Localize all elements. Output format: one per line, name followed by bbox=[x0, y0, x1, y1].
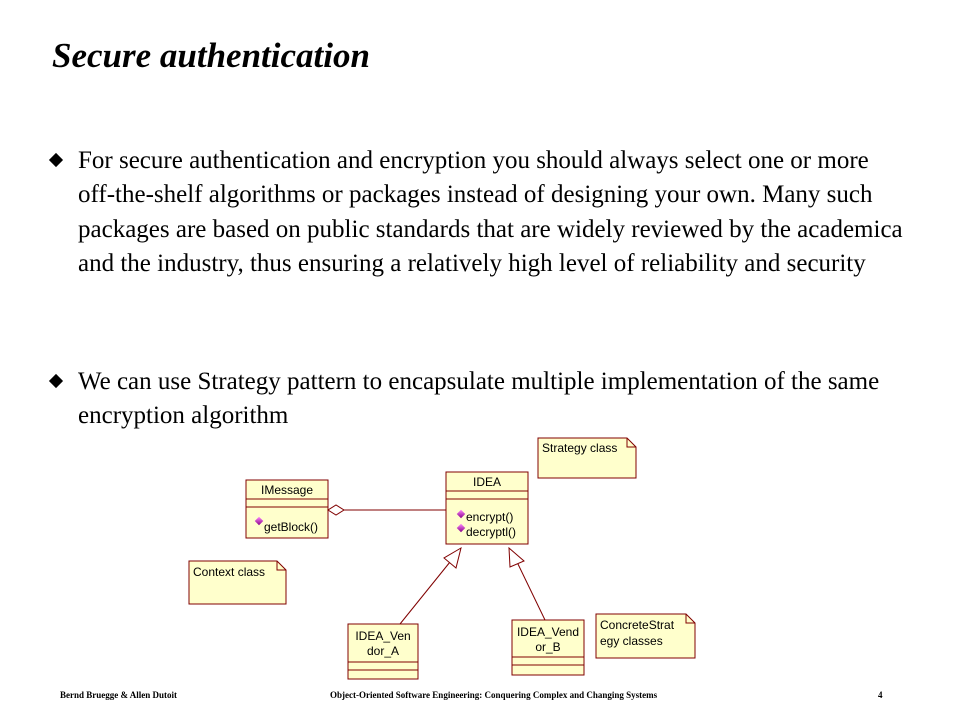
note-context-class: Context class bbox=[188, 560, 287, 605]
note-context-text: Context class bbox=[193, 565, 265, 579]
class-imessage-op: getBlock() bbox=[264, 520, 318, 534]
footer-book-title: Object-Oriented Software Engineering: Co… bbox=[330, 690, 658, 700]
aggregation-diamond-icon bbox=[327, 504, 345, 516]
class-idea-op: decryptl() bbox=[466, 525, 516, 539]
class-idea-vendor-a: IDEA_Ven dor_A bbox=[347, 623, 419, 680]
note-concrete-text: ConcreteStrat bbox=[600, 618, 675, 632]
class-idea-op: encrypt() bbox=[466, 510, 513, 524]
note-strategy-class: Strategy class bbox=[537, 437, 637, 479]
slide-title: Secure authentication bbox=[52, 36, 370, 75]
generalization-vendor-a bbox=[399, 546, 462, 625]
note-strategy-text: Strategy class bbox=[542, 441, 617, 455]
class-imessage: IMessage getBlock() bbox=[245, 479, 329, 539]
bullet-text: For secure authentication and encryption… bbox=[78, 147, 903, 277]
footer-authors: Bernd Bruegge & Allen Dutoit bbox=[60, 690, 177, 700]
aggregation-association bbox=[327, 504, 446, 516]
inheritance-arrow-icon bbox=[508, 546, 525, 568]
class-vendor-b-name: or_B bbox=[535, 640, 560, 654]
class-idea-name: IDEA bbox=[473, 475, 501, 489]
note-concrete-text: egy classes bbox=[600, 634, 663, 648]
class-vendor-a-name: dor_A bbox=[367, 644, 399, 658]
class-vendor-b-name: IDEA_Vend bbox=[517, 625, 579, 639]
note-concrete-strategy-classes: ConcreteStrat egy classes bbox=[595, 613, 696, 659]
class-imessage-name: IMessage bbox=[261, 483, 313, 497]
class-idea: IDEA encrypt() decryptl() bbox=[445, 471, 529, 545]
footer-page-number: 4 bbox=[878, 690, 883, 700]
inheritance-arrow-icon bbox=[443, 546, 462, 569]
operation-icon bbox=[456, 509, 466, 519]
bullet-text: We can use Strategy pattern to encapsula… bbox=[78, 368, 880, 430]
operation-icon bbox=[456, 523, 466, 533]
bullet-item: We can use Strategy pattern to encapsula… bbox=[48, 365, 908, 434]
class-vendor-a-name: IDEA_Ven bbox=[355, 629, 410, 643]
bullet-item: For secure authentication and encryption… bbox=[48, 144, 908, 281]
generalization-vendor-b bbox=[508, 546, 546, 621]
class-idea-vendor-b: IDEA_Vend or_B bbox=[511, 619, 585, 676]
operation-icon bbox=[254, 516, 264, 526]
